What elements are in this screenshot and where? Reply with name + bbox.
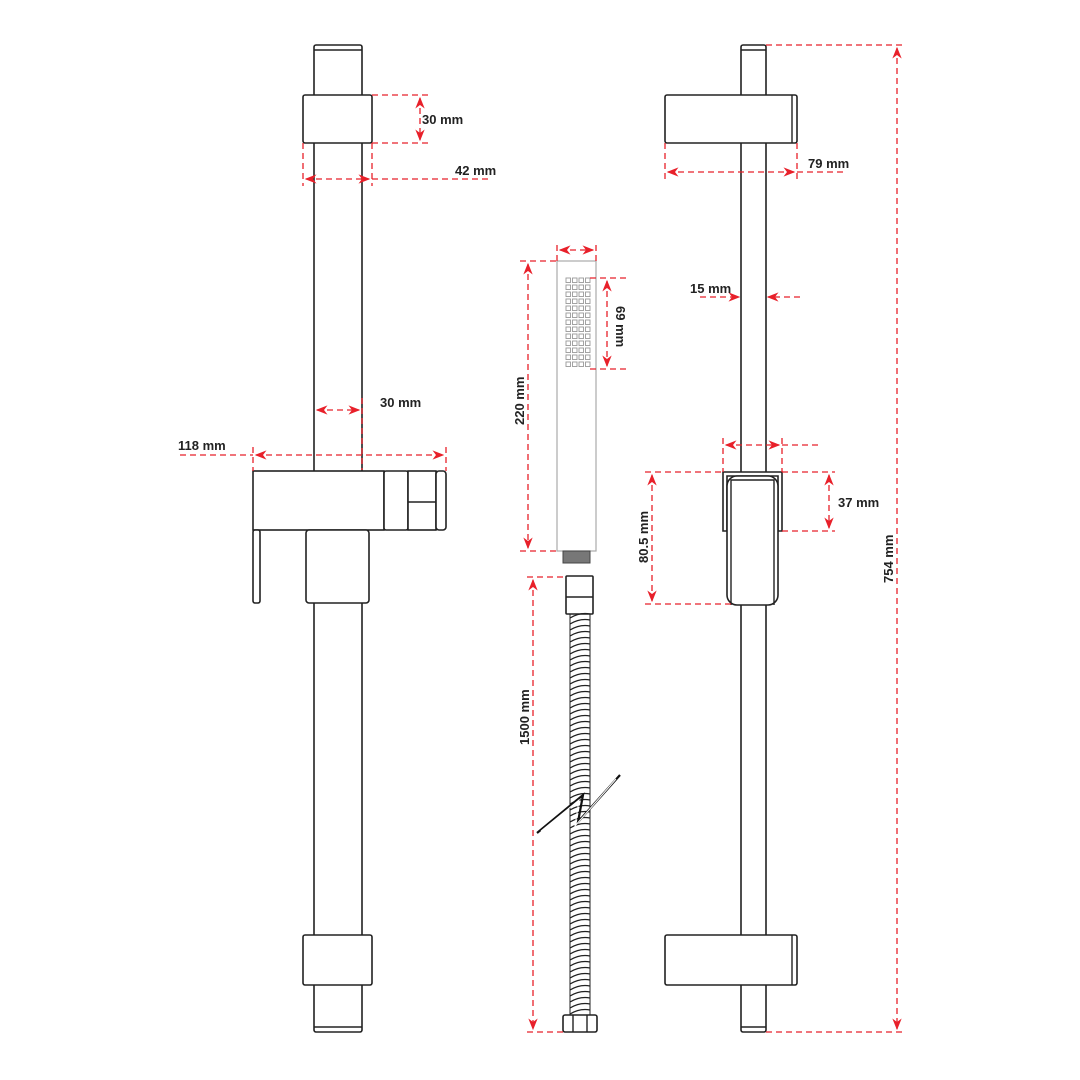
dim-handset-length: 220 mm — [512, 260, 557, 552]
dim-label: 30 mm — [422, 112, 463, 127]
dim-label: 15 mm — [690, 281, 731, 296]
nozzle — [565, 305, 571, 311]
dim-label: 30 mm — [380, 395, 421, 410]
dim-slider-height: 30 mm — [372, 94, 463, 144]
nozzle — [578, 312, 584, 318]
nozzle — [565, 326, 571, 332]
dim-label: 42 mm — [455, 163, 496, 178]
hose-windings — [569, 612, 591, 1015]
spray-nozzles — [565, 277, 591, 367]
nozzle — [565, 291, 571, 297]
dim-label: 220 mm — [512, 377, 527, 425]
nozzle — [565, 319, 571, 325]
nozzle — [572, 319, 578, 325]
nozzle — [585, 284, 591, 290]
dim-label: 79 mm — [808, 156, 849, 171]
nozzle — [585, 319, 591, 325]
nozzle — [572, 333, 578, 339]
nozzle — [572, 298, 578, 304]
nozzle — [578, 354, 584, 360]
nozzle — [572, 340, 578, 346]
dim-rail-length: 754 mm — [766, 44, 905, 1033]
nozzle — [572, 312, 578, 318]
hose — [536, 575, 621, 1033]
nozzle — [572, 284, 578, 290]
nozzle — [572, 347, 578, 353]
nozzle — [578, 291, 584, 297]
nozzle — [578, 333, 584, 339]
nozzle — [578, 298, 584, 304]
nozzle — [585, 298, 591, 304]
nozzle — [565, 284, 571, 290]
dim-side-slider-depth: 79 mm — [664, 143, 849, 180]
nozzle — [585, 340, 591, 346]
nozzle — [565, 347, 571, 353]
nozzle — [585, 354, 591, 360]
handset-thread — [562, 550, 591, 564]
nozzle — [585, 277, 591, 283]
nozzle — [578, 319, 584, 325]
nozzle — [572, 354, 578, 360]
nozzle — [578, 277, 584, 283]
nozzle — [572, 305, 578, 311]
nozzle — [565, 312, 571, 318]
nozzle — [578, 347, 584, 353]
nozzle — [578, 305, 584, 311]
nozzle — [578, 326, 584, 332]
side-lower-slider — [664, 934, 798, 986]
nozzle — [585, 291, 591, 297]
nozzle — [565, 361, 571, 367]
dim-label: 80.5 mm — [636, 511, 651, 563]
nozzle — [572, 291, 578, 297]
front-view-rail-assembly — [252, 44, 447, 1033]
hose-coil — [569, 612, 591, 1015]
dim-label: 1500 mm — [517, 689, 532, 745]
handset — [556, 260, 597, 564]
side-holder — [726, 475, 779, 606]
nozzle — [565, 340, 571, 346]
nozzle — [565, 354, 571, 360]
dim-clip-width — [722, 438, 820, 472]
nozzle — [572, 326, 578, 332]
front-lever — [252, 529, 261, 604]
side-view-rail-assembly — [664, 44, 798, 1033]
nozzle — [585, 333, 591, 339]
nozzle — [585, 305, 591, 311]
front-bracket — [252, 470, 447, 604]
dim-label: 69 mm — [613, 306, 628, 347]
nozzle — [585, 361, 591, 367]
nozzle — [565, 333, 571, 339]
nozzle — [565, 277, 571, 283]
dim-holder-height: 80.5 mm — [636, 471, 735, 605]
dim-hose-length: 1500 mm — [517, 576, 566, 1033]
dim-handset-width — [556, 245, 597, 261]
dim-label: 37 mm — [838, 495, 879, 510]
side-upper-slider — [664, 94, 798, 144]
nozzle — [578, 340, 584, 346]
front-lower-slider — [302, 934, 373, 986]
nozzle — [585, 347, 591, 353]
front-holder-block — [305, 529, 370, 604]
dim-slider-width: 42 mm — [302, 143, 496, 186]
nozzle — [572, 277, 578, 283]
dim-label: 754 mm — [881, 535, 896, 583]
dim-rail-diameter: 15 mm — [690, 281, 800, 302]
nozzle — [585, 312, 591, 318]
nozzle — [578, 361, 584, 367]
dim-holder-clip: 37 mm — [782, 471, 879, 532]
dim-spray-face: 69 mm — [590, 277, 628, 370]
hose-nut — [562, 1014, 598, 1033]
dim-bracket-width: 118 mm — [178, 438, 447, 471]
nozzle — [572, 361, 578, 367]
dim-label: 118 mm — [178, 438, 226, 453]
nozzle — [565, 298, 571, 304]
front-upper-slider — [302, 94, 373, 144]
nozzle — [578, 284, 584, 290]
nozzle — [585, 326, 591, 332]
